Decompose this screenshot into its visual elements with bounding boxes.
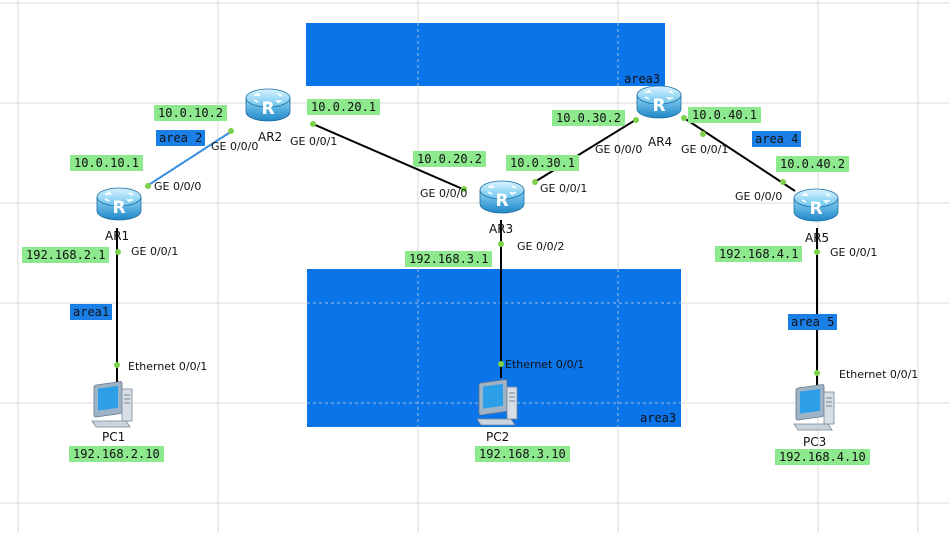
port-label-ar2-ge001: GE 0/0/1 — [290, 135, 338, 148]
link-ar3-ar4[interactable] — [532, 118, 638, 184]
port-label-pc1-eth: Ethernet 0/0/1 — [128, 360, 208, 373]
port-label-ar5-ge001: GE 0/0/1 — [830, 246, 878, 259]
ip-label-ar2-ge001: 10.0.20.1 — [307, 99, 381, 115]
ip-label-ar5-ge001: 192.168.4.1 — [715, 246, 803, 262]
area3-bottom-label: area3 — [640, 411, 677, 425]
port-label-ar1-ge001: GE 0/0/1 — [131, 245, 179, 258]
ip-label-ar5-ge000: 10.0.40.2 — [776, 156, 850, 172]
port-label-ar5-ge000: GE 0/0/0 — [735, 190, 783, 203]
port-dots — [114, 115, 820, 376]
router-icon[interactable] — [245, 88, 291, 122]
router-icon[interactable] — [479, 180, 525, 214]
device-name-ar2: AR2 — [258, 130, 283, 144]
device-name-pc3: PC3 — [803, 435, 827, 449]
ip-label-ar4-ge001: 10.0.40.1 — [688, 107, 762, 123]
device-name-ar4: AR4 — [648, 135, 673, 149]
area-block-top — [306, 23, 665, 86]
router-icon[interactable] — [96, 187, 142, 221]
ip-label-ar3-ge000: 10.0.20.2 — [413, 151, 487, 167]
port-label-pc2-eth: Ethernet 0/0/1 — [505, 358, 585, 371]
device-name-ar3: AR3 — [489, 222, 514, 236]
device-name-pc1: PC1 — [102, 430, 126, 444]
port-label-pc3-eth: Ethernet 0/0/1 — [839, 368, 919, 381]
device-name-pc2: PC2 — [486, 430, 510, 444]
ip-label-pc1: 192.168.2.10 — [69, 446, 164, 462]
port-label-ar3-ge001: GE 0/0/1 — [540, 182, 588, 195]
router-icon[interactable] — [793, 188, 839, 222]
area2-label: area 2 — [156, 130, 206, 146]
device-name-ar5: AR5 — [805, 231, 830, 245]
area3-top-label: area3 — [624, 72, 661, 86]
ip-label-ar2-ge000: 10.0.10.2 — [154, 105, 228, 121]
link-ar2-ar3[interactable] — [312, 123, 466, 191]
ip-label-ar4-ge000: 10.0.30.2 — [552, 110, 626, 126]
port-label-ar2-ge000: GE 0/0/0 — [211, 140, 259, 153]
port-label-ar3-ge002: GE 0/0/2 — [517, 240, 565, 253]
ip-label-ar3-ge002: 192.168.3.1 — [405, 251, 493, 267]
pc-icon[interactable] — [793, 383, 835, 431]
port-label-ar4-ge001: GE 0/0/1 — [681, 143, 729, 156]
area5-label: area 5 — [788, 314, 838, 330]
ip-label-ar3-ge001: 10.0.30.1 — [506, 155, 580, 171]
ip-label-ar1-ge001: 192.168.2.1 — [22, 247, 110, 263]
ip-label-ar1-ge000: 10.0.10.1 — [70, 155, 144, 171]
port-label-ar4-ge000: GE 0/0/0 — [595, 143, 643, 156]
device-name-ar1: AR1 — [105, 229, 130, 243]
port-label-ar1-ge000: GE 0/0/0 — [154, 180, 202, 193]
port-label-ar3-ge000: GE 0/0/0 — [420, 187, 468, 200]
link-ar1-ar2[interactable] — [146, 130, 233, 187]
link-ar4-ar5[interactable] — [683, 117, 796, 192]
area4-label: area 4 — [752, 131, 802, 147]
router-icon[interactable] — [636, 85, 682, 119]
ip-label-pc2: 192.168.3.10 — [475, 446, 570, 462]
area1-label: area1 — [70, 304, 113, 320]
ip-label-pc3: 192.168.4.10 — [775, 449, 870, 465]
pc-icon[interactable] — [91, 380, 133, 428]
